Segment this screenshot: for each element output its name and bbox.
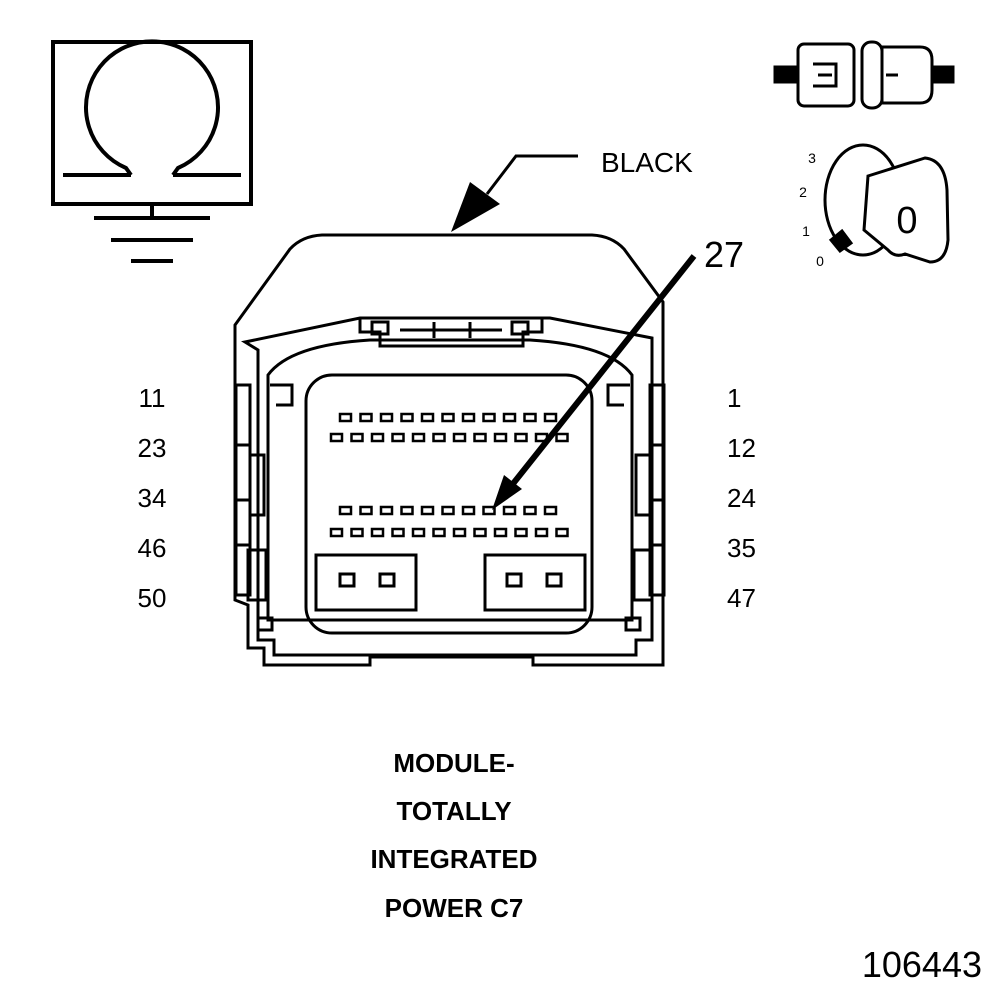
pin-label-left-5: 50 bbox=[138, 583, 167, 613]
pin-cavity bbox=[379, 505, 394, 516]
pin-cavity bbox=[432, 432, 446, 443]
pin-cavities bbox=[329, 412, 569, 538]
pin-cavity bbox=[420, 412, 435, 423]
pin-labels-right: 1 12 24 35 47 bbox=[727, 383, 756, 613]
pin-cavity bbox=[329, 527, 344, 538]
pin-cavity bbox=[523, 505, 537, 516]
key-position-1: 1 bbox=[802, 223, 810, 239]
pin-label-right-1: 1 bbox=[727, 383, 741, 413]
pin-cavity bbox=[391, 527, 405, 538]
pin-label-right-2: 12 bbox=[727, 433, 756, 463]
pin-cavity bbox=[350, 527, 364, 538]
pin-27-pointer: 27 bbox=[492, 234, 744, 510]
pin-cavity bbox=[452, 527, 467, 538]
pin-cavity bbox=[473, 432, 487, 443]
pin-label-right-4: 35 bbox=[727, 533, 756, 563]
pin-cavity bbox=[502, 505, 517, 516]
caption-line-4: POWER C7 bbox=[384, 893, 524, 923]
caption-line-2: TOTALLY bbox=[396, 796, 512, 826]
pin-cavity bbox=[441, 505, 455, 516]
pin-cavity bbox=[329, 432, 344, 443]
pin-cavity bbox=[359, 412, 373, 423]
pin-cavity bbox=[493, 432, 508, 443]
pin-cavity bbox=[411, 527, 426, 538]
figure-number: 106443 bbox=[861, 944, 982, 985]
key-position-2: 2 bbox=[799, 184, 807, 200]
pin-label-right-3: 24 bbox=[727, 483, 756, 513]
pin-cavity bbox=[338, 412, 353, 423]
pin-label-left-3: 34 bbox=[138, 483, 167, 513]
pin-cavity bbox=[555, 432, 569, 443]
pin-cavity bbox=[359, 505, 373, 516]
pin-cavity bbox=[350, 432, 364, 443]
pin-cavity bbox=[461, 412, 476, 423]
pin-cavity bbox=[482, 412, 496, 423]
key-label: 0 bbox=[896, 200, 917, 242]
pin-cavity bbox=[338, 505, 353, 516]
pin-cavity bbox=[543, 505, 558, 516]
pin-label-left-1: 11 bbox=[139, 383, 166, 413]
pin-cavity bbox=[379, 412, 394, 423]
pin-cavity bbox=[493, 527, 508, 538]
pin-cavity bbox=[420, 505, 435, 516]
pin-cavity bbox=[400, 505, 414, 516]
pin-cavity bbox=[473, 527, 487, 538]
pin-label-right-5: 47 bbox=[727, 583, 756, 613]
color-callout: BLACK bbox=[451, 147, 693, 232]
key-position-0: 0 bbox=[816, 253, 824, 269]
pin-label-left-2: 23 bbox=[138, 433, 167, 463]
pin-cavity bbox=[543, 412, 558, 423]
pin-label-left-4: 46 bbox=[138, 533, 167, 563]
ignition-key-icon: 0 3 2 1 0 bbox=[799, 143, 950, 269]
pin-cavity bbox=[555, 527, 569, 538]
pin-cavity bbox=[441, 412, 455, 423]
pin-cavity bbox=[452, 432, 467, 443]
pin-cavity bbox=[482, 505, 496, 516]
ohmmeter-icon bbox=[51, 39, 253, 263]
pin-cavity bbox=[514, 432, 528, 443]
connector-face bbox=[233, 233, 666, 667]
pin-cavity bbox=[411, 432, 426, 443]
pin-cavity bbox=[514, 527, 528, 538]
pin-cavity bbox=[461, 505, 476, 516]
pin-callout-label: 27 bbox=[704, 234, 744, 275]
pin-cavity bbox=[391, 432, 405, 443]
pin-cavity bbox=[502, 412, 517, 423]
caption-line-3: INTEGRATED bbox=[370, 844, 538, 874]
pin-cavity bbox=[534, 527, 549, 538]
pin-cavity bbox=[523, 412, 537, 423]
key-position-3: 3 bbox=[808, 150, 816, 166]
pin-labels-left: 11 23 34 46 50 bbox=[138, 383, 167, 613]
color-label: BLACK bbox=[601, 147, 693, 178]
pin-cavity bbox=[432, 527, 446, 538]
pin-cavity bbox=[370, 527, 385, 538]
caption-line-1: MODULE- bbox=[393, 748, 515, 778]
disconnected-connector-icon bbox=[773, 40, 955, 110]
pin-cavity bbox=[400, 412, 414, 423]
pin-cavity bbox=[370, 432, 385, 443]
